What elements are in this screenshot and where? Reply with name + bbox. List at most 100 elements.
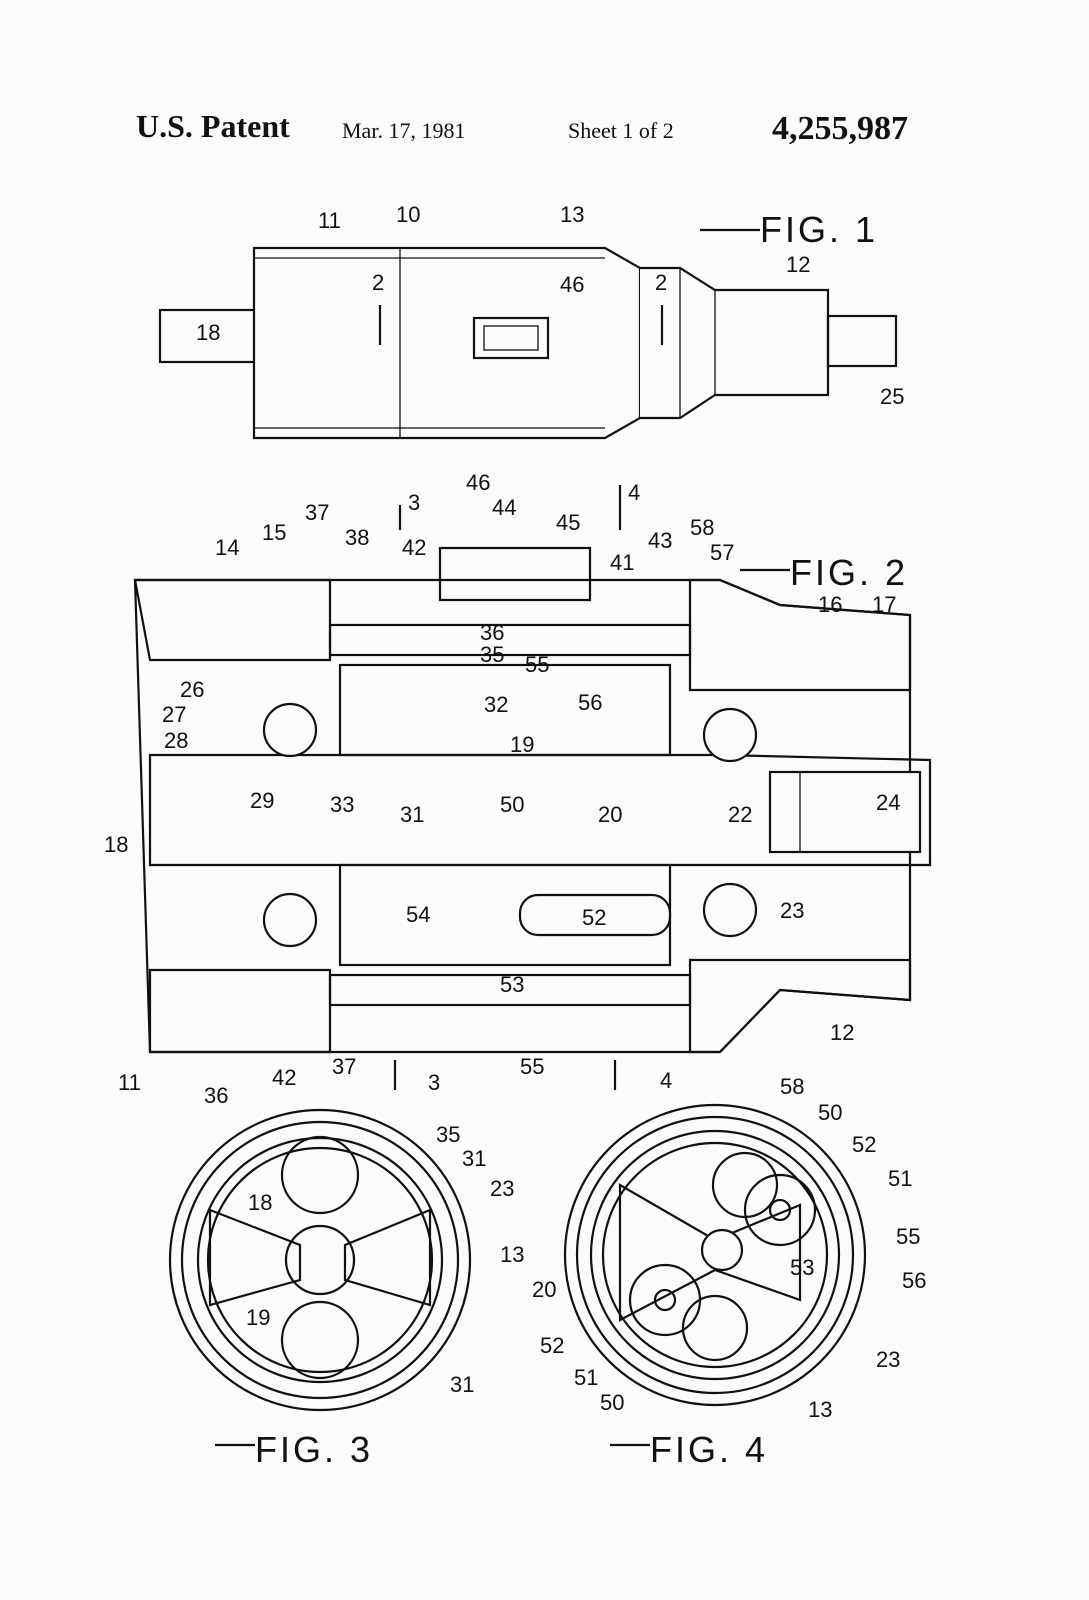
ref-50: 50	[500, 792, 524, 817]
fig2-caption: FIG. 2	[790, 552, 908, 593]
ref-35: 35	[480, 642, 504, 667]
ref-42: 42	[402, 535, 426, 560]
ref-52b: 52	[540, 1333, 564, 1358]
ref-4: 4	[628, 480, 640, 505]
gear-50-bottom	[681, 1294, 749, 1362]
ref-53: 53	[500, 972, 524, 997]
ref-51: 51	[888, 1166, 912, 1191]
ref-36: 36	[204, 1083, 228, 1108]
ref-4b: 4	[660, 1068, 672, 1093]
ref-57: 57	[710, 540, 734, 565]
ref-46: 46	[466, 470, 490, 495]
bearing	[262, 892, 318, 948]
patent-title: U.S. Patent	[136, 108, 290, 144]
ref-54: 54	[406, 902, 430, 927]
patent-date: Mar. 17, 1981	[342, 118, 466, 143]
ref-58: 58	[780, 1074, 804, 1099]
planet-gear-bottom	[280, 1300, 360, 1380]
ref-32: 32	[484, 692, 508, 717]
sheet-indicator: Sheet 1 of 2	[568, 118, 674, 143]
bearing	[262, 702, 318, 758]
figure-4: 58 50 52 51 55 56 53 20 23 13 52 51 50 F…	[532, 1074, 926, 1470]
window-46	[472, 316, 550, 360]
ref-28: 28	[164, 728, 188, 753]
figure-1: 11 10 13 12 46 18 25 2 2 FIG. 1	[158, 202, 904, 440]
ref-31: 31	[462, 1146, 486, 1171]
housing-end	[640, 266, 830, 420]
ref-19: 19	[510, 732, 534, 757]
ref-52: 52	[852, 1132, 876, 1157]
ref-20: 20	[598, 802, 622, 827]
ref-37: 37	[305, 500, 329, 525]
fig1-caption: FIG. 1	[760, 209, 878, 250]
ref-38: 38	[345, 525, 369, 550]
ref-23: 23	[490, 1176, 514, 1201]
ref-36: 36	[480, 620, 504, 645]
fig3-caption: FIG. 3	[255, 1429, 373, 1470]
bearing	[702, 707, 758, 763]
ref-16: 16	[818, 592, 842, 617]
ref-31b: 31	[450, 1372, 474, 1397]
ref-29: 29	[250, 788, 274, 813]
ref-37b: 37	[332, 1054, 356, 1079]
ref-18: 18	[248, 1190, 272, 1215]
ref-12: 12	[830, 1020, 854, 1045]
bearing	[702, 882, 758, 938]
ref-25: 25	[880, 384, 904, 409]
ref-27: 27	[162, 702, 186, 727]
cap-44	[438, 546, 592, 602]
ref-13: 13	[808, 1397, 832, 1422]
ref-13: 13	[500, 1242, 524, 1267]
ref-31: 31	[400, 802, 424, 827]
ref-17: 17	[872, 592, 896, 617]
ref-43: 43	[648, 528, 672, 553]
gear-51-top	[743, 1173, 817, 1247]
ref-42: 42	[272, 1065, 296, 1090]
ref-18: 18	[104, 832, 128, 857]
ref-41: 41	[610, 550, 634, 575]
ref-10: 10	[396, 202, 420, 227]
ref-3: 3	[408, 490, 420, 515]
ref-2a: 2	[372, 270, 384, 295]
ref-11: 11	[118, 1070, 141, 1095]
ref-19: 19	[246, 1305, 270, 1330]
central-bore	[700, 1228, 744, 1272]
ref-26: 26	[180, 677, 204, 702]
ref-46: 46	[560, 272, 584, 297]
ref-55: 55	[896, 1224, 920, 1249]
ref-14: 14	[215, 535, 239, 560]
ref-55b: 55	[520, 1054, 544, 1079]
ref-22: 22	[728, 802, 752, 827]
ref-13: 13	[560, 202, 584, 227]
ref-3b: 3	[428, 1070, 440, 1095]
ref-56: 56	[902, 1268, 926, 1293]
ref-58: 58	[690, 515, 714, 540]
ref-2b: 2	[655, 270, 667, 295]
ref-35: 35	[436, 1122, 460, 1147]
pin-52	[518, 893, 672, 937]
fig4-caption: FIG. 4	[650, 1429, 768, 1470]
ref-12: 12	[786, 252, 810, 277]
ref-23: 23	[876, 1347, 900, 1372]
ref-51b: 51	[574, 1365, 598, 1390]
ref-24: 24	[876, 790, 900, 815]
ref-50b: 50	[600, 1390, 624, 1415]
figure-2: 14 15 37 38 42 3 46 44 45 4 43 58 41 57 …	[104, 470, 932, 1095]
shaft-right	[826, 314, 898, 368]
ref-45: 45	[556, 510, 580, 535]
sun-gear	[284, 1224, 356, 1296]
ref-18: 18	[196, 320, 220, 345]
ref-53: 53	[790, 1255, 814, 1280]
ref-20: 20	[532, 1277, 556, 1302]
patent-number: 4,255,987	[772, 110, 908, 147]
ref-44: 44	[492, 495, 516, 520]
ref-11: 11	[318, 208, 341, 233]
figure-3: 42 36 35 31 18 23 13 19 31 FIG. 3	[168, 1065, 524, 1470]
ref-52: 52	[582, 905, 606, 930]
ref-55: 55	[525, 652, 549, 677]
ref-56: 56	[578, 690, 602, 715]
ref-33: 33	[330, 792, 354, 817]
planet-gear-top	[280, 1135, 360, 1215]
ref-15: 15	[262, 520, 286, 545]
